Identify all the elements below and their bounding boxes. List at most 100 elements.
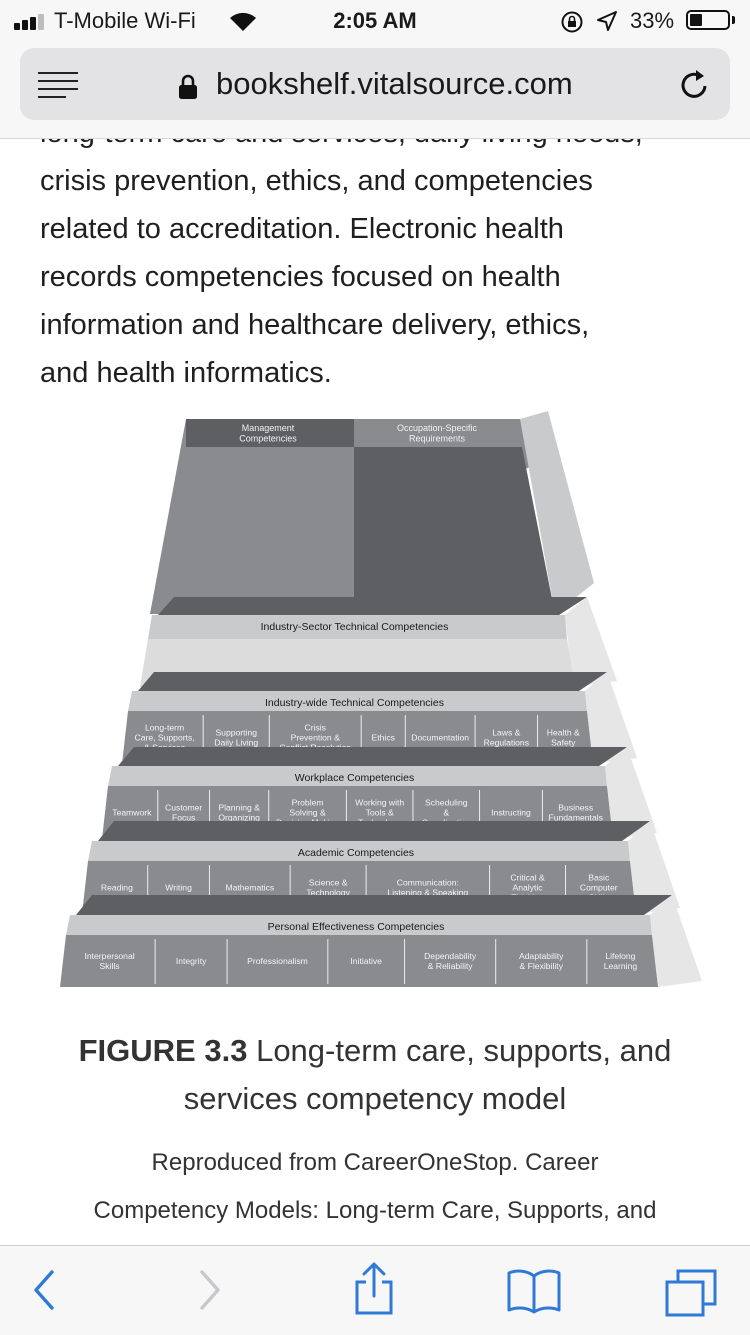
competency-cell-line: Long-term [145, 722, 184, 732]
competency-cell: Ethics [372, 733, 395, 743]
competency-cell: Reading [101, 883, 133, 893]
competency-cell-line: Dependability [424, 951, 477, 961]
address-bar[interactable]: bookshelf.vitalsource.com [20, 48, 730, 120]
tier-title: Industry-Sector Technical Competencies [261, 621, 449, 633]
competency-cell: Integrity [176, 956, 207, 966]
competency-cell-line: Teamwork [112, 808, 152, 818]
tier-title-band [66, 915, 652, 935]
battery-icon [686, 10, 730, 30]
tier-title: Personal Effectiveness Competencies [268, 921, 445, 933]
competency-cell: Writing [165, 883, 192, 893]
tier-title-band [148, 615, 567, 639]
tier-title-band [108, 766, 607, 786]
competency-cell: Laws &Regulations [484, 727, 529, 747]
competency-cell-line: Computer [580, 883, 618, 893]
paragraph-line: records competencies focused on health [40, 261, 561, 293]
competency-cell-line: Reading [101, 883, 133, 893]
tier-cap [118, 747, 627, 766]
competency-cell-line: & [443, 808, 449, 818]
tier-title-band [88, 841, 630, 861]
competency-cell-line: Working with [355, 797, 404, 807]
competency-cell-line: Analytic [513, 883, 544, 893]
figure-caption: FIGURE 3.3 Long-term care, supports, and… [40, 1027, 710, 1123]
location-icon [596, 10, 618, 37]
competency-cell-line: Initiative [350, 956, 382, 966]
competency-cell-line: Ethics [372, 733, 395, 743]
top-block-left-panel [150, 447, 354, 614]
competency-cell: Communication:Listening & Speaking [387, 877, 468, 897]
clock: 2:05 AM [333, 8, 417, 33]
competency-cell: Science &Technology [306, 877, 350, 897]
forward-icon[interactable] [196, 1268, 224, 1317]
competency-cell-line: Scheduling [425, 797, 468, 807]
figure-credit: Reproduced from CareerOneStop. Career Co… [40, 1139, 710, 1235]
competency-cell-line: Writing [165, 883, 192, 893]
tier-cell-row [60, 935, 658, 987]
management-competencies-label-line: Competencies [239, 433, 297, 443]
bookmarks-icon[interactable] [506, 1268, 562, 1319]
competency-cell-line: Solving & [289, 808, 326, 818]
competency-cell-line: Adaptability [519, 951, 564, 961]
competency-cell-line: Organizing [218, 813, 260, 823]
competency-cell: Mathematics [225, 883, 274, 893]
competency-cell: Professionalism [247, 956, 308, 966]
competency-cell-line: Professionalism [247, 956, 308, 966]
tier-cap [98, 821, 650, 841]
article-paragraph: long-term care and services, daily livin… [40, 139, 720, 397]
competency-cell-line: Care, Supports, [134, 733, 194, 743]
competency-cell-line: Focus [172, 813, 195, 823]
tier-side-face [605, 747, 657, 839]
tier-cap [158, 597, 587, 615]
url-text[interactable]: bookshelf.vitalsource.com [216, 66, 573, 101]
menu-icon[interactable] [38, 72, 80, 98]
credit-line: Competency Models: Long-term Care, Suppo… [93, 1197, 657, 1224]
signal-icon [14, 12, 46, 30]
competency-cell-line: Supporting [215, 727, 257, 737]
competency-cell: Instructing [491, 808, 531, 818]
tabs-icon[interactable] [664, 1268, 718, 1323]
paragraph-line: and health informatics. [40, 357, 332, 389]
competency-cell: Teamwork [112, 808, 152, 818]
competency-cell-line: Safety [551, 738, 576, 748]
caption-text: services competency model [183, 1081, 567, 1116]
competency-cell-line: Planning & [218, 802, 260, 812]
back-icon[interactable] [30, 1268, 58, 1317]
paragraph-line: long-term care and services, daily livin… [40, 139, 643, 149]
competency-cell: Health &Safety [547, 727, 580, 747]
reader-content[interactable]: long-term care and services, daily livin… [0, 139, 750, 1245]
competency-cell-line: Health & [547, 727, 580, 737]
paragraph-line: related to accreditation. Electronic hea… [40, 213, 564, 245]
browser-toolbar [0, 1245, 750, 1335]
competency-cell-line: Laws & [492, 727, 520, 737]
figure-label: FIGURE 3.3 [78, 1033, 248, 1068]
competency-cell: Documentation [411, 733, 469, 743]
competency-cell-line: Listening & Speaking [387, 888, 468, 898]
carrier-name: T-Mobile Wi-Fi [54, 8, 196, 33]
paragraph-line: crisis prevention, ethics, and competenc… [40, 165, 593, 197]
competency-cell-line: Interpersonal [84, 951, 134, 961]
reload-icon[interactable] [678, 68, 712, 107]
lock-icon [178, 74, 198, 105]
competency-cell-line: Instructing [491, 808, 531, 818]
competency-cell-line: Science & [309, 877, 348, 887]
occupation-specific-label-line: Occupation-Specific [397, 423, 478, 433]
competency-cell: Dependability& Reliability [424, 951, 477, 971]
competency-cell: Adaptability& Flexibility [519, 951, 564, 971]
competency-cell-line: Technology [306, 888, 350, 898]
competency-cell-line: Documentation [411, 733, 469, 743]
tier-side-face [628, 821, 680, 914]
management-competencies-label-line: Management [242, 423, 295, 433]
competency-cell-line: & Flexibility [520, 961, 564, 971]
competency-cell-line: Crisis [304, 722, 325, 732]
share-icon[interactable] [352, 1262, 396, 1321]
competency-cell-line: Mathematics [225, 883, 274, 893]
battery-cap [732, 16, 735, 24]
wifi-icon [228, 10, 258, 37]
